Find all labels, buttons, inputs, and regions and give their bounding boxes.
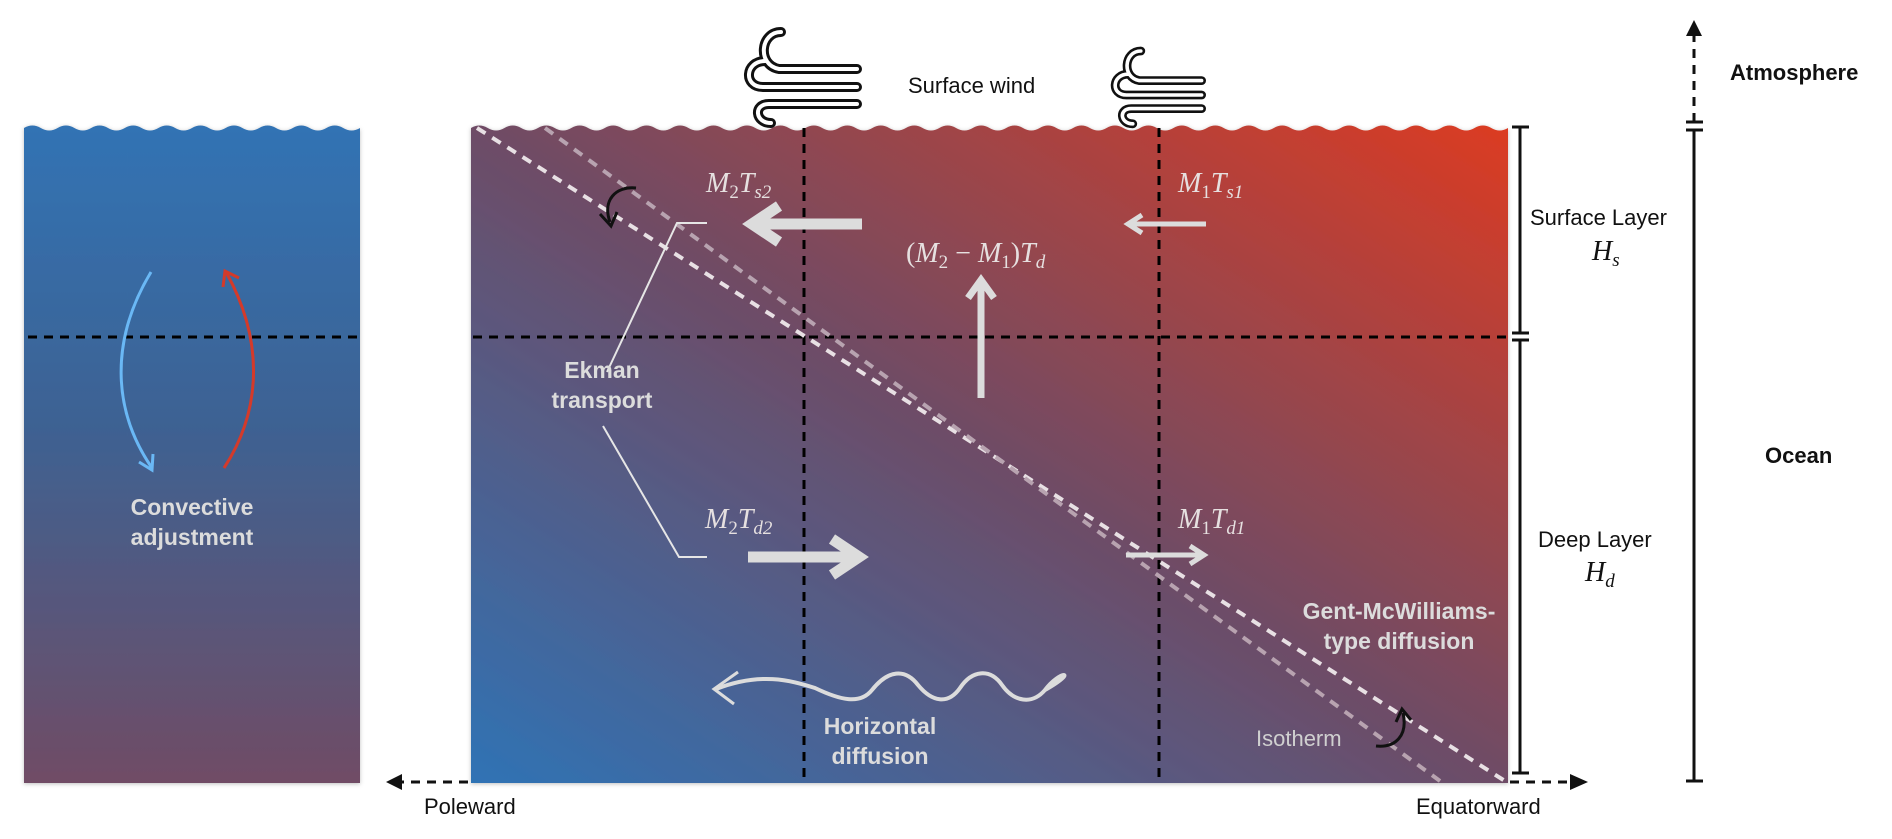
ekman-transport-label: Ekman transport xyxy=(551,357,653,413)
convective-up-arrow xyxy=(221,268,255,469)
isotherm-label: Isotherm xyxy=(1256,726,1342,751)
atmosphere-label: Atmosphere xyxy=(1730,60,1859,85)
gm-isopycnal-line xyxy=(475,126,1507,783)
convective-adjustment-label: Convective adjustment xyxy=(108,492,276,552)
surface-layer-label: Surface Layer xyxy=(1530,205,1667,230)
flux-arrow-m2ts2 xyxy=(742,201,862,247)
ekman-leader-deep xyxy=(602,425,707,558)
deep-layer-bracket xyxy=(1512,338,1529,775)
ekman-leader-surface xyxy=(606,222,707,373)
left-column-panel xyxy=(24,125,360,783)
flux-label-upwelling: (M2 − M1)Td xyxy=(906,238,1046,273)
isotherm-line xyxy=(543,126,1442,783)
horizontal-diffusion-arrow xyxy=(711,670,1067,706)
flux-arrow-m1ts1 xyxy=(1123,212,1206,236)
rotation-arrow-top xyxy=(598,186,637,229)
flux-label-m1ts1: M1Ts1 xyxy=(1178,168,1244,203)
flux-label-m1td1: M1Td1 xyxy=(1178,504,1246,539)
flux-arrow-upwelling xyxy=(965,274,997,398)
ocean-label: Ocean xyxy=(1765,443,1833,468)
convective-label-line1: Convective xyxy=(130,494,254,520)
poleward-arrow xyxy=(386,774,468,790)
flux-label-m2td2: M2Td2 xyxy=(705,504,773,539)
convective-label-line2: adjustment xyxy=(130,524,254,550)
gent-mcwilliams-label: Gent-McWilliams- type diffusion xyxy=(1302,598,1496,654)
surface-layer-bracket xyxy=(1512,125,1529,335)
atmosphere-arrow xyxy=(1686,20,1703,124)
surface-wind-label: Surface wind xyxy=(908,73,1036,98)
flux-arrow-m2td2 xyxy=(748,534,869,580)
convective-down-arrow xyxy=(119,271,155,473)
poleward-label: Poleward xyxy=(424,794,516,819)
flux-label-m2ts2: M2Ts2 xyxy=(706,168,772,203)
wind-icon xyxy=(744,27,862,128)
hs-label: Hs xyxy=(1592,236,1620,271)
flux-arrow-m1td1 xyxy=(1126,543,1209,567)
equatorward-label: Equatorward xyxy=(1416,794,1541,819)
ocean-bracket xyxy=(1686,128,1703,783)
deep-layer-label: Deep Layer xyxy=(1538,527,1652,552)
equatorward-arrow xyxy=(1510,774,1588,790)
wind-icon xyxy=(1110,46,1207,129)
main-ocean-panel xyxy=(471,125,1508,783)
horizontal-diffusion-label: Horizontal diffusion xyxy=(823,713,937,769)
hd-label: Hd xyxy=(1585,557,1615,592)
rotation-arrow-bottom xyxy=(1375,706,1413,748)
